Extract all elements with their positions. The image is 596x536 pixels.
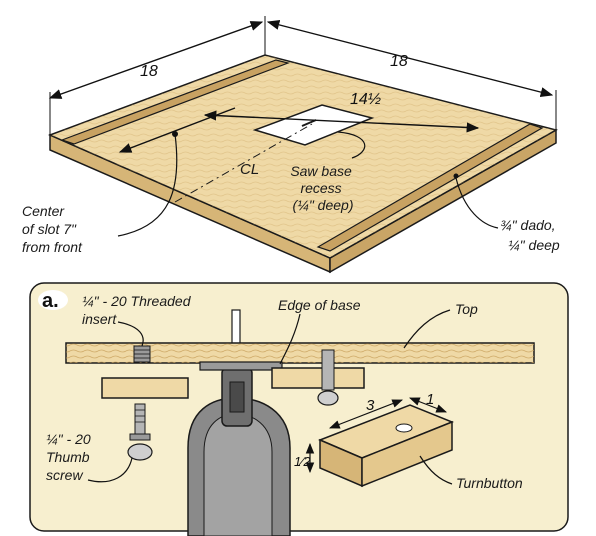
center-slot-label-line3: from front	[22, 239, 83, 255]
svg-text:¼" - 20 Threaded insert: ¼" - 20 Threaded insert	[82, 293, 194, 327]
thumb-screw-label-group: ¼" - 20 Thumb screw	[46, 431, 133, 483]
dim-line-right	[266, 19, 554, 98]
dim-left-label: 18	[140, 63, 158, 80]
saw-base-label-line3: (¼" deep)	[292, 197, 353, 213]
svg-text:¼" - 20 Thumb scre: ¼" - 20 Thumb screw	[46, 431, 95, 483]
loose-thumb-screw	[127, 403, 153, 461]
svg-text:Saw base recess (¼: Saw base recess (¼" deep)	[290, 163, 355, 213]
dim-one-label: 1	[426, 391, 434, 408]
center-slot-label-line2: of slot 7"	[22, 221, 77, 237]
dim-three-label: 3	[366, 397, 375, 414]
top-dimension-lines	[48, 16, 557, 153]
installed-thumb-screw	[317, 349, 339, 406]
right-turnbutton-block	[271, 367, 365, 389]
saw-base-label-line2: recess	[300, 180, 341, 196]
jigsaw-body	[187, 367, 291, 536]
turnbutton-label-group: Turnbutton	[419, 455, 523, 491]
saw-base-plate	[199, 361, 283, 371]
thumb-screw-label-line1: ¼" - 20	[46, 431, 91, 447]
detail-a-badge: a.	[38, 290, 68, 312]
dado-groove-right	[316, 123, 544, 252]
edge-of-base-label: Edge of base	[278, 297, 361, 313]
left-turnbutton-block	[101, 377, 189, 399]
dado-label-line1: ¾" dado,	[500, 217, 556, 233]
thumb-screw-label-line3: screw	[46, 467, 83, 483]
svg-text:Center of slot 7": Center of slot 7" from front	[22, 203, 83, 255]
center-slot-label-line1: Center	[22, 203, 65, 219]
turnbutton-block	[318, 404, 455, 488]
centerline	[174, 123, 313, 203]
turnbutton-label: Turnbutton	[456, 475, 523, 491]
centerline-symbol: CL	[240, 161, 259, 178]
top-label: Top	[455, 301, 478, 317]
dim-half-label: 1⁄2	[294, 454, 311, 469]
detail-a-badge-text: a.	[42, 290, 59, 312]
table-top-board	[65, 342, 535, 364]
dado-label-group: ¾" dado, ¼" deep	[453, 173, 560, 253]
thumb-screw-label-line2: Thumb	[46, 449, 90, 465]
dim-opening-label: 14½	[350, 91, 381, 108]
threaded-insert-label-line2: insert	[82, 311, 117, 327]
top-label-group: Top	[403, 301, 478, 349]
dado-label-line2: ¼" deep	[508, 237, 560, 253]
svg-text:¾" dado, ¼" deep: ¾" dado, ¼" deep	[500, 217, 560, 253]
threaded-insert-label-group: ¼" - 20 Threaded insert	[82, 293, 194, 347]
threaded-insert-label-line1: ¼" - 20 Threaded	[82, 293, 192, 309]
dim-line-left	[48, 21, 264, 99]
edge-of-base-label-group: Edge of base	[278, 297, 361, 365]
saw-base-label-line1: Saw base	[290, 163, 352, 179]
saw-base-label-group: Saw base recess (¼" deep)	[290, 131, 366, 213]
dim-line-opening	[203, 110, 480, 133]
detail-dimension-lines	[305, 397, 448, 474]
center-slot-label-group: Center of slot 7" from front	[22, 131, 178, 255]
dim-right-label: 18	[390, 53, 408, 70]
threaded-insert	[133, 345, 151, 363]
